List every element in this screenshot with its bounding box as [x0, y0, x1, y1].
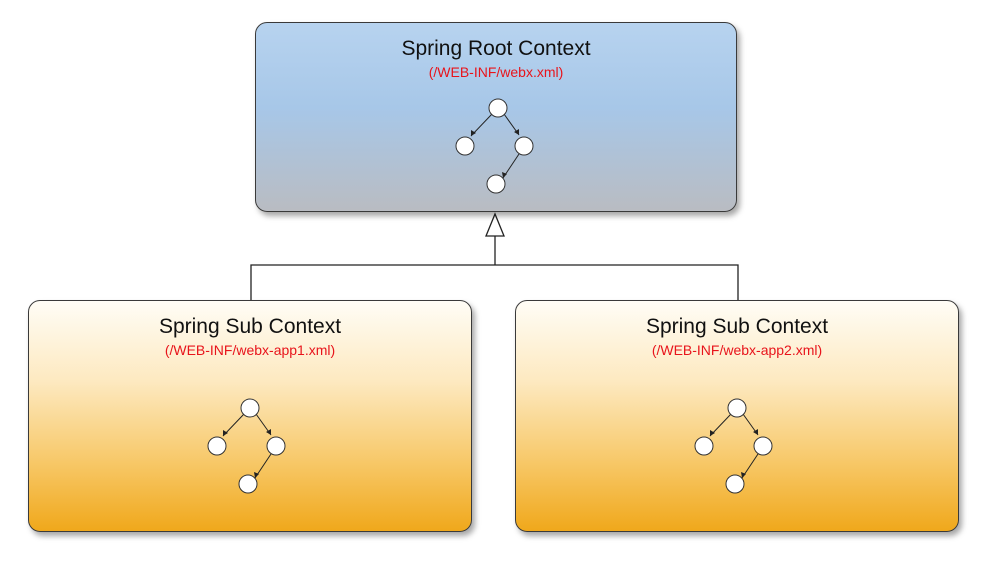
sub-context-box-app2: Spring Sub Context (/WEB-INF/webx-app2.x… — [515, 300, 959, 532]
sub-context-box-app1: Spring Sub Context (/WEB-INF/webx-app1.x… — [28, 300, 472, 532]
bean-node — [694, 436, 714, 456]
sub-context-title: Spring Sub Context — [158, 315, 342, 338]
bean-node — [727, 398, 747, 418]
bean-graph — [455, 98, 534, 194]
bean-node — [725, 474, 745, 494]
bean-node — [266, 436, 286, 456]
bean-graph — [694, 398, 773, 494]
root-context-box: Spring Root Context (/WEB-INF/webx.xml) — [255, 22, 737, 212]
inheritance-arrowhead — [485, 212, 505, 237]
bean-node — [455, 136, 475, 156]
sub-context-title: Spring Sub Context — [645, 315, 829, 338]
sub-context-path: (/WEB-INF/webx-app2.xml) — [651, 342, 823, 358]
sub-context-path: (/WEB-INF/webx-app1.xml) — [164, 342, 336, 358]
bean-node — [753, 436, 773, 456]
bean-node — [486, 174, 506, 194]
root-context-title: Spring Root Context — [401, 37, 591, 60]
bean-node — [488, 98, 508, 118]
root-context-path: (/WEB-INF/webx.xml) — [428, 64, 564, 80]
bean-node — [514, 136, 534, 156]
connector-line — [250, 264, 739, 300]
bean-graph — [207, 398, 286, 494]
bean-node — [207, 436, 227, 456]
bean-graph-edges — [470, 113, 520, 179]
bean-node — [238, 474, 258, 494]
bean-node — [240, 398, 260, 418]
